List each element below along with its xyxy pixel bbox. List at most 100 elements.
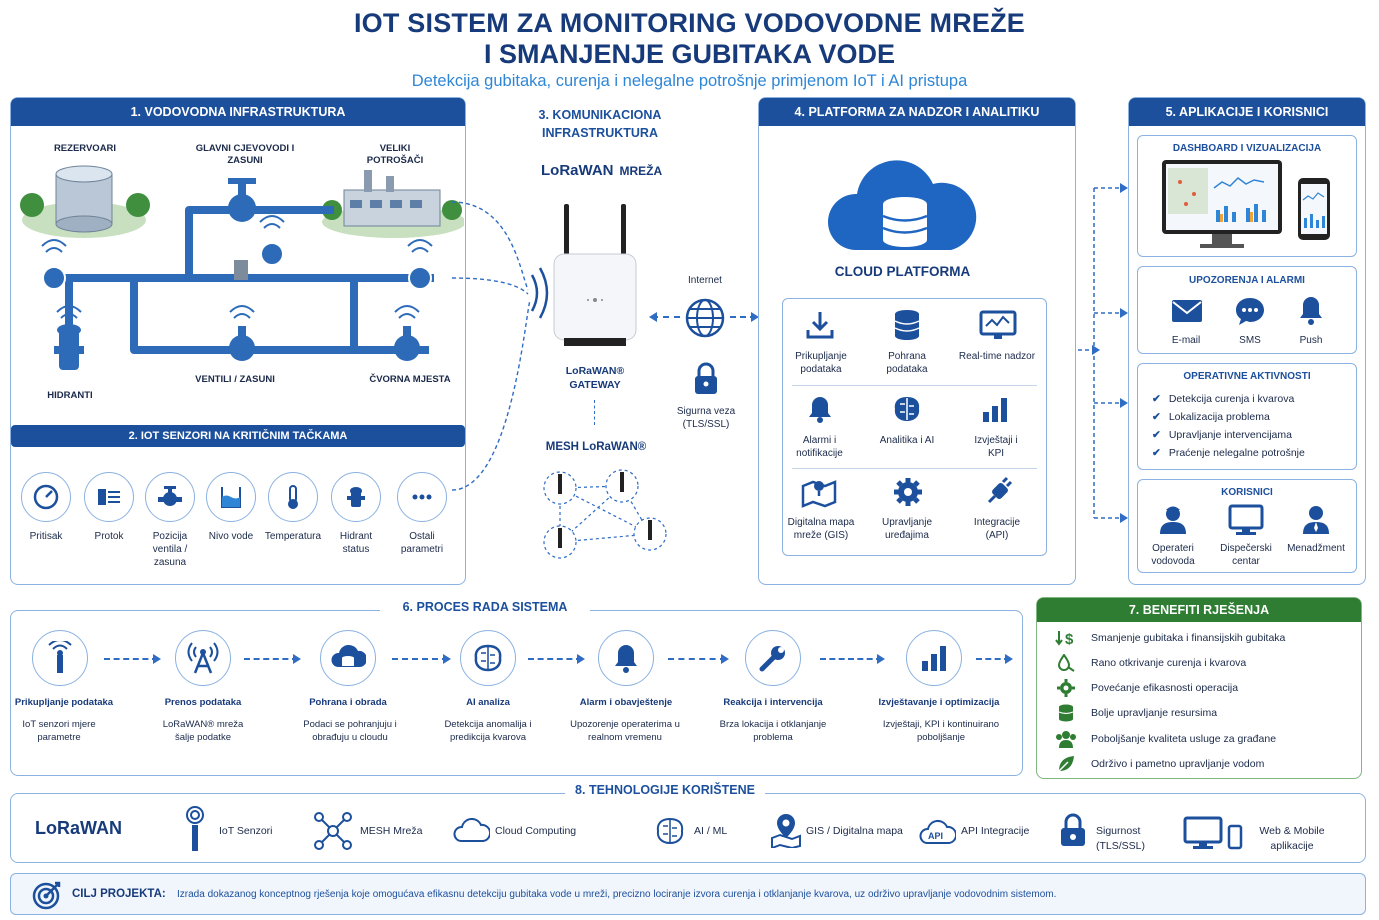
- wrench-icon: [745, 630, 801, 686]
- section8-header: 8. TEHNOLOGIJE KORIŠTENE: [565, 783, 765, 801]
- step-description: Brza lokacija i otklanjanje problema: [719, 719, 827, 744]
- arrow: [104, 654, 161, 664]
- tech-label: Web & Mobile aplikacije: [1259, 825, 1325, 852]
- cloud-icon: [827, 160, 977, 250]
- technologies-panel: [10, 793, 1366, 863]
- sensor-label: Ostali parametri: [400, 531, 444, 555]
- feature-label: Analitika i AI: [879, 435, 935, 446]
- feature-label: Real-time nadzor: [958, 351, 1036, 362]
- gateway-label: LoRaWAN® GATEWAY: [545, 365, 645, 392]
- operation-item: Lokalizacija problema: [1152, 411, 1270, 423]
- step-title: Izvještavanje i optimizacija: [878, 697, 1000, 708]
- section7-header: 7. BENEFITI RJEŠENJA: [1037, 598, 1361, 622]
- page-title-line2: I SMANJENJE GUBITAKA VODE: [483, 39, 896, 69]
- signal-lines: [451, 201, 549, 491]
- brain-icon: [894, 397, 920, 421]
- hydrants-label: HIDRANTI: [47, 390, 93, 401]
- dispatch-center-icon: [1228, 504, 1264, 535]
- sensor-icon: [32, 630, 88, 686]
- benefit-item: Održivo i pametno upravljanje vodom: [1055, 755, 1264, 773]
- large-consumers-label: VELIKI POTROŠAČI: [366, 143, 424, 167]
- users-title: KORISNICI: [1221, 487, 1273, 498]
- download-icon: [806, 312, 834, 339]
- tech-label: IoT Senzori: [219, 825, 273, 837]
- divider: [792, 385, 1037, 386]
- step-title: Alarm i obavještenje: [579, 697, 673, 708]
- ai-brain-icon: [656, 817, 684, 845]
- feature-label: Digitalna mapa mreže (GIS): [787, 517, 855, 541]
- lorawan-logo-text: LoRaWAN: [541, 162, 614, 179]
- step-description: Upozorenje operaterima u realnom vremenu: [570, 719, 680, 744]
- mesh-diagram: [543, 469, 667, 559]
- operation-item: Praćenje nelegalne potrošnje: [1152, 447, 1305, 459]
- monitor-icon: [979, 310, 1017, 339]
- section3-header-line1: 3. KOMUNIKACIONA: [538, 108, 662, 122]
- brain-icon: [460, 630, 516, 686]
- web-mobile-icon: [1183, 816, 1243, 850]
- target-icon: [32, 881, 61, 910]
- benefit-text: Poboljšanje kvaliteta usluge za građane: [1091, 733, 1277, 745]
- operation-item: Upravljanje intervencijama: [1152, 429, 1292, 441]
- bell-icon: [809, 397, 831, 423]
- goal-label: CILJ PROJEKTA:: [72, 888, 166, 900]
- feature-label: Alarmi i notifikacije: [796, 435, 843, 459]
- tech-label: GIS / Digitalna mapa: [806, 825, 903, 837]
- benefit-text: Održivo i pametno upravljanje vodom: [1091, 758, 1265, 770]
- feature-label: Pohrana podataka: [886, 351, 928, 375]
- sensor-label: Temperatura: [264, 531, 322, 542]
- step-description: LoRaWAN® mreža šalje podatke: [162, 719, 244, 744]
- sensor-label: Hidrant status: [339, 531, 373, 555]
- feature-label: Upravljanje uređajima: [881, 517, 933, 541]
- flow-icon: [84, 472, 134, 522]
- email-icon: [1172, 300, 1202, 322]
- benefit-item: Povećanje efikasnosti operacija: [1055, 679, 1238, 697]
- arrow: [392, 654, 451, 664]
- step-description: IoT senzori mjere parametre: [22, 719, 96, 744]
- lorawan-logo: LoRaWAN: [35, 818, 122, 838]
- mesh-label: MESH LoRaWAN®: [545, 441, 647, 453]
- gear-icon: [1055, 679, 1077, 697]
- goal-text: Izrada dokazanog konceptnog rješenja koj…: [177, 889, 1057, 900]
- step-title: AI analiza: [466, 697, 510, 708]
- arrow: [820, 654, 885, 664]
- section4-header: 4. PLATFORMA ZA NADZOR I ANALITIKU: [759, 98, 1075, 126]
- feature-label: Prikupljanje podataka: [795, 351, 847, 375]
- dashboard-title: DASHBOARD I VIZUALIZACIJA: [1172, 143, 1322, 154]
- cloud-platform-label: CLOUD PLATFORMA: [834, 264, 971, 279]
- map-icon: [801, 480, 837, 508]
- cloud-db-icon: [320, 630, 376, 686]
- sensor-label: Pritisak: [29, 531, 63, 542]
- section3-header: 3. KOMUNIKACIONA INFRASTRUKTURA: [520, 106, 680, 142]
- cloud-icon: [453, 818, 490, 842]
- arrow: [976, 654, 1013, 664]
- valves-label: VENTILI / ZASUNI: [195, 374, 275, 385]
- dashboard-devices-icon: [1162, 160, 1330, 248]
- lock-icon: [695, 362, 717, 394]
- benefit-text: Smanjenje gubitaka i finansijskih gubita…: [1091, 632, 1286, 644]
- leak-search-icon: [1055, 654, 1077, 672]
- user-label: Dispečerski centar: [1220, 543, 1272, 567]
- section3-header-line2: INFRASTRUKTURA: [542, 126, 658, 141]
- process-panel: [10, 610, 1023, 776]
- tech-label: API Integracije: [961, 825, 1030, 837]
- section1-header: 1. VODOVODNA INFRASTRUKTURA: [11, 98, 465, 126]
- arrow: [652, 316, 680, 318]
- section6-header: 6. PROCES RADA SISTEMA: [380, 600, 590, 618]
- user-label: Menadžment: [1287, 543, 1345, 554]
- gateway-device-icon: [553, 204, 637, 346]
- api-icon: API: [919, 819, 956, 844]
- main-pipes-label: GLAVNI CJEVOVODI I ZASUNI: [195, 143, 295, 167]
- platform-features: [782, 298, 1047, 556]
- connector: [594, 400, 595, 425]
- operations-title: OPERATIVNE AKTIVNOSTI: [1183, 371, 1311, 382]
- benefit-item: Poboljšanje kvaliteta usluge za građane: [1055, 730, 1276, 748]
- leaf-icon: [1055, 755, 1077, 773]
- step-title: Pohrana i obrada: [309, 697, 387, 708]
- secure-line2: (TLS/SSL): [682, 419, 730, 430]
- bar-chart-icon: [983, 398, 1007, 422]
- savings-icon: $: [1055, 629, 1077, 647]
- arrow: [730, 312, 759, 322]
- arrow: [244, 654, 301, 664]
- bar-chart-icon: [906, 630, 962, 686]
- svg-text:$: $: [1065, 631, 1074, 647]
